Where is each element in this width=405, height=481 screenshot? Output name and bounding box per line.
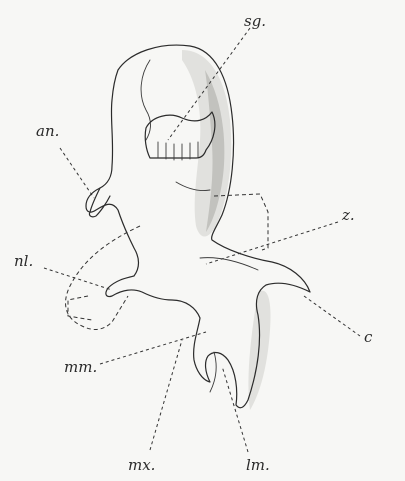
gill-slits: [158, 142, 198, 160]
leader-z: [206, 222, 338, 264]
label-lm: lm.: [246, 456, 270, 474]
label-an: an.: [36, 122, 59, 140]
leader-mx: [150, 340, 182, 450]
leader-mm: [100, 332, 206, 364]
label-c: c: [364, 328, 373, 346]
inner-contour-3: [210, 352, 216, 392]
leader-an: [60, 148, 94, 198]
label-nl: nl.: [14, 252, 33, 270]
label-mx: mx.: [128, 456, 155, 474]
dashed-loop-left-inner: [68, 296, 92, 320]
leader-c: [304, 296, 360, 336]
label-z: z.: [341, 206, 355, 224]
leader-nl: [44, 268, 112, 290]
label-sg: sg.: [244, 12, 266, 30]
label-mm: mm.: [64, 358, 97, 376]
inner-contour-2: [200, 258, 258, 270]
